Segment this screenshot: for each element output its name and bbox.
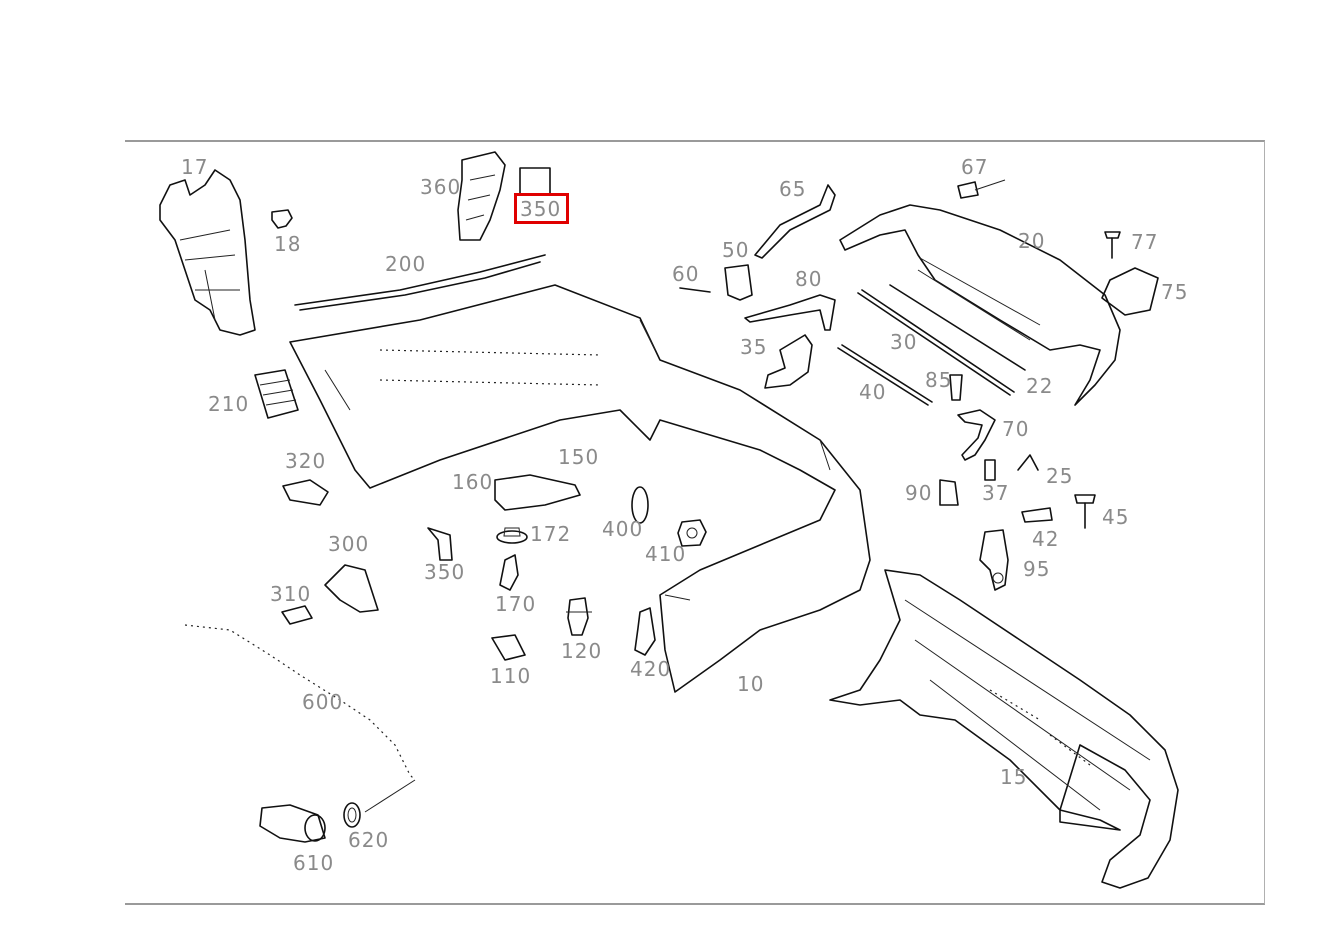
- label-600: 600: [302, 690, 344, 714]
- label-45: 45: [1102, 505, 1130, 529]
- part-80-trim[interactable]: [744, 294, 836, 331]
- label-40: 40: [859, 380, 887, 404]
- part-400-plug[interactable]: [631, 486, 649, 524]
- part-360-bracket[interactable]: [457, 151, 506, 241]
- label-37: 37: [982, 481, 1010, 505]
- diagram-frame: [125, 140, 1265, 905]
- label-25: 25: [1046, 464, 1074, 488]
- part-310-clip[interactable]: [281, 605, 313, 625]
- label-90: 90: [905, 481, 933, 505]
- part-350-lower[interactable]: [427, 527, 453, 561]
- label-50: 50: [722, 238, 750, 262]
- part-350-pad[interactable]: [519, 167, 551, 195]
- label-160: 160: [452, 470, 494, 494]
- part-60-pin[interactable]: [679, 287, 711, 293]
- part-30-strip[interactable]: [857, 289, 1015, 396]
- label-75: 75: [1161, 280, 1189, 304]
- part-95-bracket[interactable]: [979, 529, 1009, 591]
- part-15-bumper-support[interactable]: [829, 569, 1179, 889]
- part-20-diffuser[interactable]: [839, 204, 1121, 406]
- part-120-rivet[interactable]: [566, 597, 592, 636]
- highlight-box-350: [514, 193, 569, 224]
- label-70: 70: [1002, 417, 1030, 441]
- label-65: 65: [779, 177, 807, 201]
- label-20: 20: [1018, 229, 1046, 253]
- part-90-bracket[interactable]: [939, 479, 959, 506]
- label-150: 150: [558, 445, 600, 469]
- label-15: 15: [1000, 765, 1028, 789]
- label-120: 120: [561, 639, 603, 663]
- label-610: 610: [293, 851, 335, 875]
- part-320-box[interactable]: [282, 479, 329, 506]
- label-400: 400: [602, 517, 644, 541]
- label-42: 42: [1032, 527, 1060, 551]
- part-210-grille[interactable]: [254, 369, 299, 419]
- part-172-washer[interactable]: [496, 527, 528, 544]
- label-420: 420: [630, 657, 672, 681]
- label-67: 67: [961, 155, 989, 179]
- label-95: 95: [1023, 557, 1051, 581]
- part-160-bracket[interactable]: [494, 474, 581, 511]
- label-77: 77: [1131, 230, 1159, 254]
- label-350: 350: [424, 560, 466, 584]
- label-210: 210: [208, 392, 250, 416]
- label-35: 35: [740, 335, 768, 359]
- part-85-bolt[interactable]: [949, 374, 963, 401]
- label-300: 300: [328, 532, 370, 556]
- part-170-clip[interactable]: [499, 554, 519, 591]
- label-350-highlighted[interactable]: 350: [520, 197, 562, 221]
- part-45-bolt[interactable]: [1074, 494, 1096, 529]
- part-65-strip[interactable]: [754, 184, 836, 259]
- part-610-sensor[interactable]: [259, 804, 326, 843]
- label-172: 172: [530, 522, 572, 546]
- label-200: 200: [385, 252, 427, 276]
- part-110-clip[interactable]: [491, 634, 526, 661]
- label-18: 18: [274, 232, 302, 256]
- part-37-clip[interactable]: [984, 459, 996, 481]
- part-17-bracket[interactable]: [159, 169, 256, 336]
- label-410: 410: [645, 542, 687, 566]
- label-30: 30: [890, 330, 918, 354]
- part-18-clip[interactable]: [271, 209, 293, 229]
- label-110: 110: [490, 664, 532, 688]
- part-50-bracket[interactable]: [724, 264, 753, 301]
- label-310: 310: [270, 582, 312, 606]
- part-410-nut[interactable]: [677, 519, 707, 547]
- part-40-strip[interactable]: [837, 344, 933, 406]
- part-420-clip[interactable]: [634, 607, 656, 656]
- label-60: 60: [672, 262, 700, 286]
- part-600-wiring[interactable]: [184, 624, 416, 813]
- label-620: 620: [348, 828, 390, 852]
- part-35-bracket[interactable]: [764, 334, 813, 389]
- part-25-clip[interactable]: [1017, 454, 1039, 471]
- part-300-bracket[interactable]: [324, 564, 379, 613]
- part-42-clip[interactable]: [1021, 507, 1053, 523]
- part-75-bracket[interactable]: [1101, 267, 1159, 316]
- label-320: 320: [285, 449, 327, 473]
- part-10-bumper-cover[interactable]: [289, 284, 871, 693]
- label-85: 85: [925, 368, 953, 392]
- part-22-strip[interactable]: [889, 284, 1026, 371]
- part-70-trim[interactable]: [957, 409, 996, 461]
- label-22: 22: [1026, 374, 1054, 398]
- part-67-cap[interactable]: [957, 179, 1006, 199]
- part-77-bolt[interactable]: [1104, 231, 1121, 259]
- part-620-ring[interactable]: [343, 802, 361, 828]
- label-360: 360: [420, 175, 462, 199]
- label-170: 170: [495, 592, 537, 616]
- label-10: 10: [737, 672, 765, 696]
- label-17: 17: [181, 155, 209, 179]
- label-80: 80: [795, 267, 823, 291]
- part-200-strip[interactable]: [294, 254, 546, 311]
